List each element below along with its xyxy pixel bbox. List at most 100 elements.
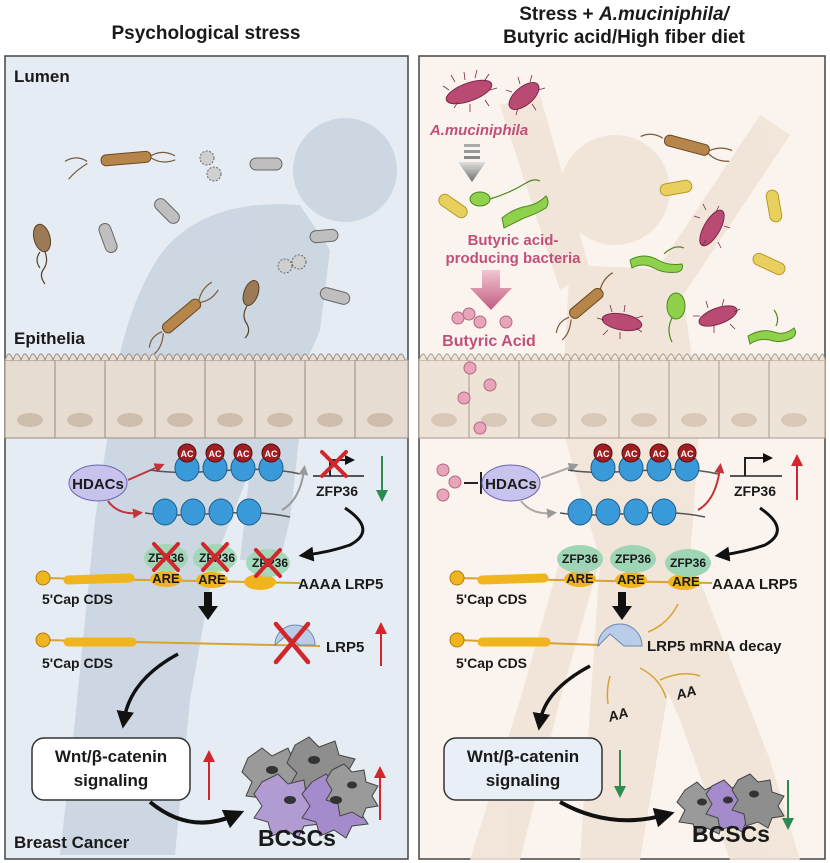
right-title-prefix: Stress + — [519, 4, 599, 25]
left-wnt-label-1: Wnt/β-catenin — [55, 747, 167, 766]
down-arrow-icon — [782, 780, 794, 830]
up-arrow-icon — [375, 622, 387, 666]
grey-rod-icon — [309, 228, 339, 244]
right-zfp36-gene-label: ZFP36 — [734, 483, 776, 499]
right-title-line2: Butyric acid/High fiber diet — [503, 27, 745, 48]
right-cap-cds-label-top: 5'Cap CDS — [456, 591, 527, 607]
lrp5-to-wnt-arrow — [116, 652, 179, 729]
down-arrow-black — [198, 592, 218, 620]
left-mrna-top: ZFP36 ZFP36 ZFP36 ARE ARE AAAA LRP5 5'Ca… — [35, 542, 383, 607]
down-arrow-icon — [376, 456, 388, 502]
butyric-bacteria-label-2: producing bacteria — [445, 250, 581, 267]
zfp36-protein — [665, 549, 711, 577]
cross-icon — [152, 542, 180, 572]
left-hdacs-label: HDACs — [72, 476, 124, 493]
svg-text:ARE: ARE — [198, 572, 226, 587]
left-wnt-box: Wnt/β-catenin signaling — [31, 737, 191, 801]
svg-text:ARE: ARE — [617, 572, 645, 587]
left-bacteria — [32, 150, 351, 355]
rod-bacterium-icon — [555, 272, 614, 341]
right-aaaa-lrp5-label: AAAA LRP5 — [712, 576, 797, 593]
left-deacetylated-nucleosomes — [144, 498, 291, 526]
svg-text:AC: AC — [653, 449, 666, 459]
left-lrp5-label: LRP5 — [326, 639, 364, 656]
yellow-rod-icon — [438, 193, 468, 219]
left-wnt-label-2: signaling — [74, 771, 149, 790]
zfp36-protein — [557, 545, 603, 573]
svg-text:ARE: ARE — [566, 571, 594, 586]
grey-rod-icon — [154, 198, 180, 224]
hdac-grey-arrow-down — [520, 500, 557, 519]
akk-to-bacteria-arrow — [458, 144, 486, 182]
left-cap-cds-label-bottom: 5'Cap CDS — [42, 655, 113, 671]
svg-text:ARE: ARE — [152, 571, 180, 586]
cross-icon — [273, 621, 311, 665]
grey-recycle-arrow — [281, 465, 309, 511]
right-cap-cds-label-bottom: 5'Cap CDS — [456, 655, 527, 671]
right-bcsc-cluster: BCSCs — [676, 773, 785, 847]
akkermansia-label: A.muciniphila — [429, 122, 528, 139]
butyrate-in-epithelium — [457, 361, 497, 435]
cross-icon — [320, 450, 348, 478]
ac-mark-icon: AC AC AC AC — [593, 443, 697, 463]
right-hdacs: HDACs — [481, 464, 541, 502]
left-zfp36-gene-label: ZFP36 — [316, 483, 358, 499]
butyric-bacteria-label-1: Butyric acid- — [468, 232, 559, 249]
butyrate-producer-icon — [469, 179, 797, 345]
right-mrna-top: ZFP36 ZFP36 ZFP36 ARE ARE ARE AAAA LRP5 … — [449, 545, 797, 607]
are-site — [668, 574, 700, 590]
hdac-grey-arrow-up — [540, 463, 579, 479]
red-activation-arrow — [697, 463, 725, 511]
coccus-icon — [199, 150, 307, 274]
right-wnt-label-1: Wnt/β-catenin — [467, 747, 579, 766]
svg-text:AC: AC — [209, 449, 222, 459]
rod-bacterium-icon — [148, 281, 219, 355]
up-arrow-icon — [203, 750, 215, 800]
aa-fragment-label: AA — [605, 704, 630, 725]
butyrate-molecules — [451, 307, 513, 329]
left-bcsc-cluster: BCSCs — [241, 736, 379, 851]
exonuclease-icon — [597, 623, 643, 648]
epithelia-label: Epithelia — [14, 329, 85, 348]
lrp5-decay-label: LRP5 mRNA decay — [647, 638, 782, 655]
akkermansia-icon — [442, 69, 741, 339]
svg-text:ARE: ARE — [672, 574, 700, 589]
left-bcscs-label: BCSCs — [258, 825, 336, 851]
are-site — [150, 571, 182, 587]
wnt-to-bcsc-arrow — [148, 800, 245, 829]
rod-bacterium-icon — [64, 150, 176, 180]
left-cap-cds-label-top: 5'Cap CDS — [42, 591, 113, 607]
down-arrow-icon — [614, 750, 626, 798]
right-deacetylated-nucleosomes — [559, 498, 706, 526]
left-mrna-bottom: LRP5 5'Cap CDS — [35, 621, 364, 671]
bacteria-to-butyrate-arrow — [470, 270, 512, 310]
are-site — [244, 574, 276, 590]
lumen-label: Lumen — [14, 67, 70, 86]
up-arrow-icon — [791, 454, 803, 500]
down-arrow-black — [612, 592, 632, 620]
svg-text:AC: AC — [181, 449, 194, 459]
are-site — [196, 572, 228, 588]
ac-mark-icon: AC AC AC AC — [177, 443, 281, 463]
right-hdacs-label: HDACs — [485, 476, 537, 493]
wnt-to-bcsc-arrow — [559, 800, 675, 828]
gene-to-mrna-arrow — [298, 506, 365, 562]
decay-to-wnt-arrow — [532, 664, 591, 731]
aa-fragment-label: AA — [673, 682, 698, 703]
right-mrna-decay: LRP5 mRNA decay 5'Cap CDS AA AA — [449, 603, 782, 725]
right-acetylated-nucleosomes: AC AC AC AC — [567, 443, 719, 482]
right-title-line1: Stress + A.muciniphila/ — [519, 4, 730, 25]
svg-text:AC: AC — [681, 449, 694, 459]
left-epithelium — [4, 353, 409, 439]
flagellated-bacterium-icon — [32, 223, 260, 339]
right-title-italic: A.muciniphila/ — [598, 4, 731, 25]
breast-cancer-label: Breast Cancer — [14, 833, 130, 852]
right-epithelium — [418, 353, 826, 439]
gene-to-mrna-arrow — [714, 506, 779, 562]
butyric-acid-label: Butyric Acid — [442, 333, 536, 350]
left-zfp36-gene: ZFP36 — [313, 450, 364, 499]
hdac-red-arrow-up — [127, 463, 165, 481]
cross-icon — [254, 548, 282, 578]
